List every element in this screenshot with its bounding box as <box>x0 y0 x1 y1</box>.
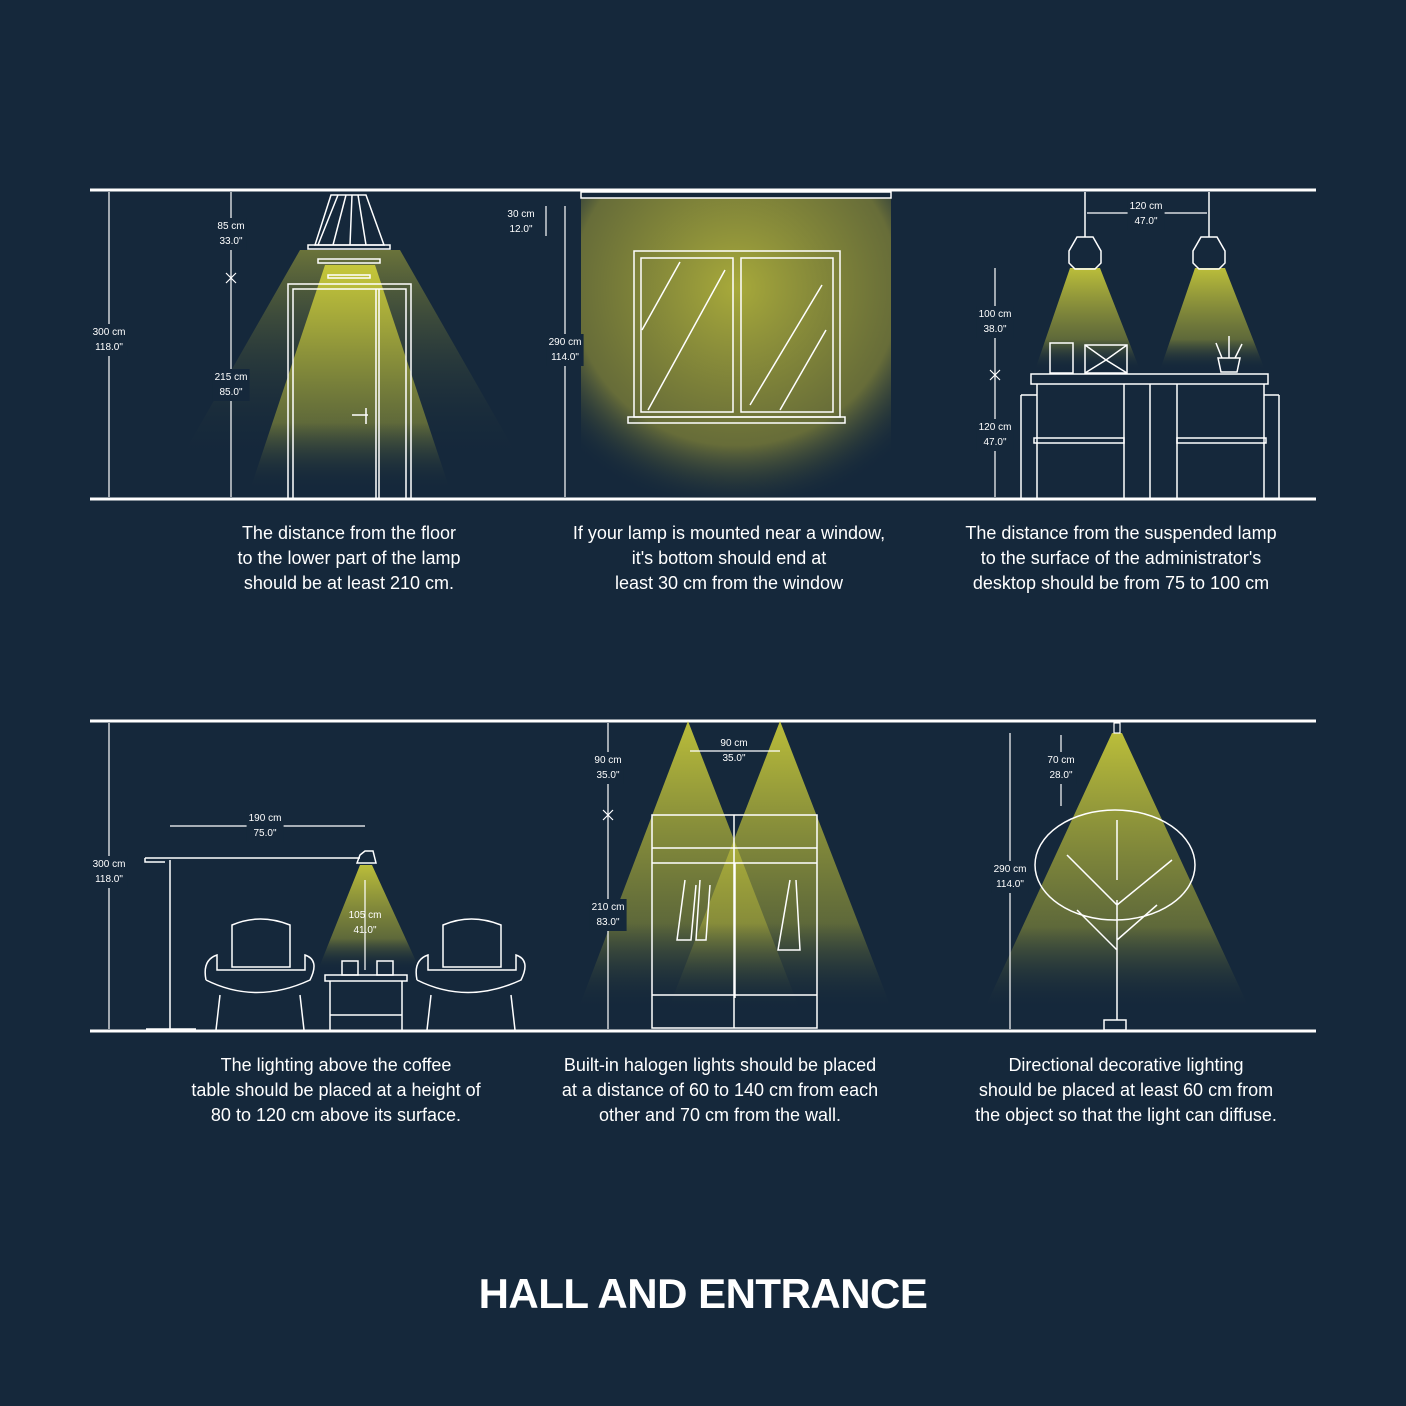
dim-cm: 100 cm <box>978 309 1012 320</box>
dim-label-wardrobe-top: 90 cm 35.0" <box>592 752 624 784</box>
dim-label-lamp-to-table: 105 cm 41.0" <box>347 907 384 939</box>
wardrobe-icon <box>651 814 818 1029</box>
dim-label-wardrobe-height: 210 cm 83.0" <box>589 899 627 931</box>
dim-in: 114.0" <box>551 352 579 363</box>
dim-in: 118.0" <box>95 342 123 353</box>
dim-in: 47.0" <box>1134 216 1158 227</box>
dim-in: 38.0" <box>983 324 1007 335</box>
dim-label-ceiling-height: 300 cm 118.0" <box>90 324 128 356</box>
dim-label-lamp-to-desk: 100 cm 38.0" <box>976 306 1014 338</box>
bottom-row-lines <box>90 719 1316 1033</box>
dim-label-window-height: 290 cm 114.0" <box>546 334 584 366</box>
dim-cm: 90 cm <box>594 755 622 766</box>
dim-in: 28.0" <box>1049 770 1073 781</box>
caption-line: The lighting above the coffee <box>220 1055 452 1075</box>
caption-line: If your lamp is mounted near a window, <box>572 523 886 543</box>
bottom-dimension-lines <box>108 723 1062 1029</box>
dim-label-pendant-spacing: 120 cm 47.0" <box>1127 198 1165 230</box>
caption-line: should be placed at least 60 cm from <box>978 1080 1274 1100</box>
dim-label-ceiling-height-2: 300 cm 118.0" <box>90 856 128 888</box>
chandelier-icon <box>307 194 391 279</box>
dim-cm: 90 cm <box>720 738 748 749</box>
caption-line: other and 70 cm from the wall. <box>598 1105 842 1125</box>
caption-decorative: Directional decorative lighting should be… <box>946 1053 1306 1128</box>
pendant-lamps-icon <box>1068 192 1226 270</box>
dim-label-window-gap: 30 cm 12.0" <box>505 206 536 238</box>
window-light <box>580 191 892 498</box>
page-title: HALL AND ENTRANCE <box>478 1270 928 1317</box>
caption-line: The distance from the floor <box>241 523 457 543</box>
dim-cm: 190 cm <box>248 813 282 824</box>
dim-in: 75.0" <box>253 828 277 839</box>
window-icon <box>627 250 846 424</box>
dim-in: 83.0" <box>596 917 620 928</box>
caption-window-lamp: If your lamp is mounted near a window, it… <box>549 521 909 596</box>
caption-line: the object so that the light can diffuse… <box>975 1105 1277 1125</box>
dim-label-lamp-height: 85 cm 33.0" <box>215 218 247 250</box>
dim-in: 41.0" <box>353 925 377 936</box>
caption-line: Directional decorative lighting <box>1008 1055 1244 1075</box>
dim-cm: 85 cm <box>217 221 245 232</box>
palm-plant-icon <box>1034 809 1196 1031</box>
dim-label-floor-to-lamp: 215 cm 85.0" <box>212 369 250 401</box>
caption-line: desktop should be from 75 to 100 cm <box>972 573 1270 593</box>
caption-coffee-table: The lighting above the coffee table shoul… <box>156 1053 516 1128</box>
dim-cm: 105 cm <box>348 910 382 921</box>
reception-desk-icon <box>1020 336 1280 499</box>
dim-cm: 120 cm <box>978 422 1012 433</box>
chandelier-light-cones <box>180 250 520 490</box>
dim-in: 12.0" <box>509 224 533 235</box>
caption-reception-desk: The distance from the suspended lamp to t… <box>941 521 1301 596</box>
caption-line: 80 to 120 cm above its surface. <box>210 1105 462 1125</box>
caption-line: at a distance of 60 to 140 cm from each <box>561 1080 879 1100</box>
caption-halogen: Built-in halogen lights should be placed… <box>540 1053 900 1128</box>
pendant-light-cones <box>1035 268 1265 370</box>
armchairs-and-table-icon <box>204 918 526 1031</box>
caption-line: to the lower part of the lamp <box>237 548 461 568</box>
dim-in: 118.0" <box>95 874 123 885</box>
dim-label-desk-height: 120 cm 47.0" <box>976 419 1014 451</box>
dim-cm: 30 cm <box>507 209 535 220</box>
floor-lamp-icon <box>144 850 377 1030</box>
caption-line: Built-in halogen lights should be placed <box>563 1055 877 1075</box>
caption-line: to the surface of the administrator's <box>980 548 1262 568</box>
caption-line: it's bottom should end at <box>631 548 827 568</box>
dim-in: 85.0" <box>219 387 243 398</box>
dim-in: 35.0" <box>722 753 746 764</box>
dim-cm: 210 cm <box>591 902 625 913</box>
floor-lamp-light-cone <box>318 865 420 970</box>
dim-in: 114.0" <box>996 879 1024 890</box>
caption-line: table should be placed at a height of <box>191 1080 481 1100</box>
dim-cm: 300 cm <box>92 327 126 338</box>
dim-cm: 300 cm <box>92 859 126 870</box>
dim-in: 33.0" <box>219 236 243 247</box>
dim-cm: 290 cm <box>548 337 582 348</box>
dim-cm: 120 cm <box>1129 201 1163 212</box>
dim-label-lamp-reach: 190 cm 75.0" <box>246 810 284 842</box>
caption-line: The distance from the suspended lamp <box>965 523 1277 543</box>
door-icon <box>287 283 412 500</box>
caption-entrance-lamp: The distance from the floor to the lower … <box>169 521 529 596</box>
halogen-light-cones <box>578 721 892 1010</box>
dim-cm: 290 cm <box>993 864 1027 875</box>
caption-line: least 30 cm from the window <box>614 573 844 593</box>
caption-line: should be at least 210 cm. <box>243 573 455 593</box>
dim-in: 47.0" <box>983 437 1007 448</box>
dim-label-spot-height: 290 cm 114.0" <box>991 861 1029 893</box>
dim-label-halogen-spacing: 90 cm 35.0" <box>718 735 749 767</box>
dim-in: 35.0" <box>596 770 620 781</box>
dim-cm: 70 cm <box>1047 755 1075 766</box>
dim-label-spot-distance: 70 cm 28.0" <box>1045 752 1077 784</box>
dim-cm: 215 cm <box>214 372 248 383</box>
